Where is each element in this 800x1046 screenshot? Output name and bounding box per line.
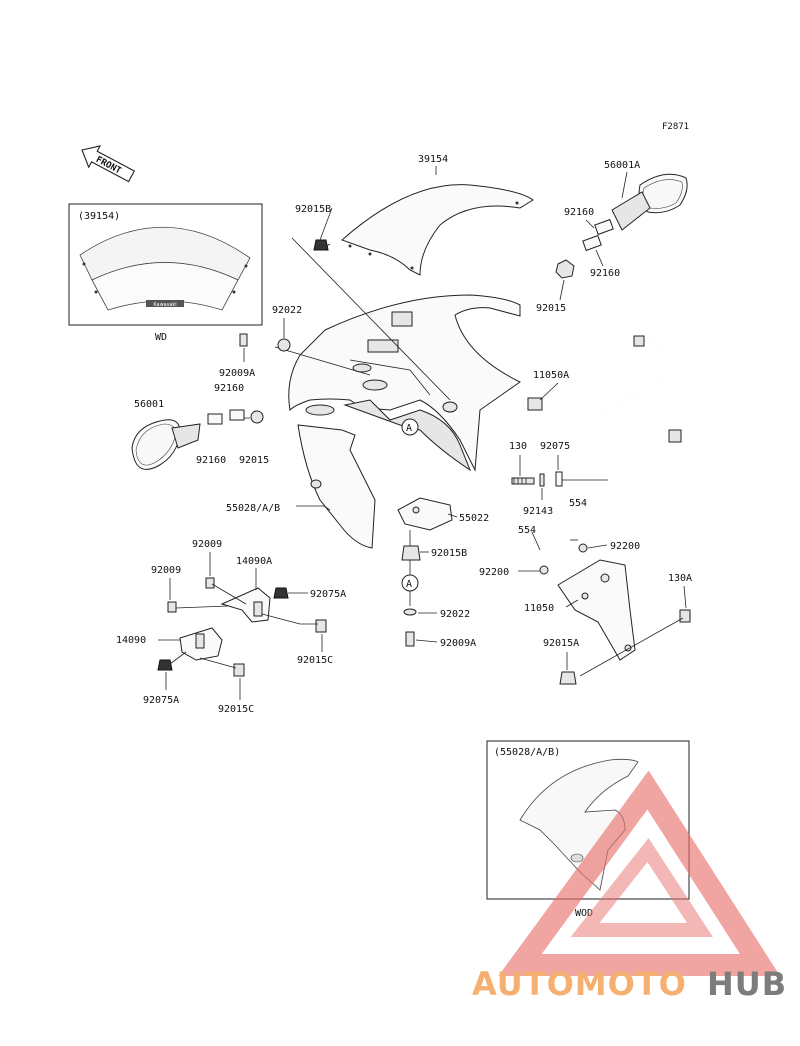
stay-11050A [527,335,682,470]
grommet-92015B-mid [401,545,421,561]
windshield-inset: (39154) Kawasaki [68,203,263,326]
front-arrow-icon: FRONT [81,145,136,183]
label-92160-r2: 92160 [590,268,620,279]
screw-92009A-bot [405,631,415,647]
label-92075A-bot: 92075A [143,695,179,706]
label-92015B-mid: 92015B [431,548,467,559]
label-92015-l: 92015 [239,455,269,466]
washer-92200-a [539,565,549,575]
clip-92015C-a [315,619,327,633]
label-92015-r: 92015 [536,303,566,314]
label-92022-bot: 92022 [440,609,470,620]
nut-92015A [559,671,577,685]
label-92015C-b: 92015C [218,704,254,715]
bracket-14090A [220,587,271,623]
label-92009-b: 92009 [151,565,181,576]
label-92200-a: 92200 [479,567,509,578]
label-92160-r1: 92160 [564,207,594,218]
label-92015A: 92015A [543,638,579,649]
bracket-11050 [557,559,636,661]
label-11050A: 11050A [533,370,569,381]
mirror-left [131,409,264,470]
bolt-130A [679,609,691,623]
label-39154: 39154 [418,154,448,165]
leader-windshield-mount [291,237,451,401]
label-55022: 55022 [459,513,489,524]
washer-92022-top [277,338,291,352]
label-56001A: 56001A [604,160,640,171]
mirror-right [555,173,688,279]
damper-92075 [555,471,563,487]
washer-92200-b [578,543,588,553]
upper-cowl [288,294,521,472]
label-92009A-bot: 92009A [440,638,476,649]
washer-92022-bot [403,608,417,616]
bracket-14090 [179,627,223,661]
label-92200-b: 92200 [610,541,640,552]
label-11050: 11050 [524,603,554,614]
side-cowl [297,424,376,549]
label-92015B-top: 92015B [295,204,331,215]
spring-554-b [531,531,541,551]
windshield [341,184,534,276]
label-92015C-a: 92015C [297,655,333,666]
label-14090: 14090 [116,635,146,646]
screw-92009A-top [239,333,248,347]
screw-92009-b [167,601,177,613]
label-554-a: 554 [569,498,587,509]
windshield-inset-note: WD [155,332,167,343]
grommet-92015B-top [313,239,329,251]
cowl-inset-title: (55028/A/B) [494,747,560,758]
screw-92009-a [205,577,215,589]
nut-92075A-bot [157,659,173,671]
watermark-text-2: HUB [707,965,787,1003]
label-554-b: 554 [518,525,536,536]
label-92009A-top: 92009A [219,368,255,379]
label-130: 130 [509,441,527,452]
label-92075A-top: 92075A [310,589,346,600]
svg-text:A: A [406,423,412,434]
callout-a-top [401,418,419,436]
label-55028AB: 55028/A/B [226,503,280,514]
label-92009-a: 92009 [192,539,222,550]
label-92022-top: 92022 [272,305,302,316]
cowl-inset-note: WOD [575,908,593,919]
brand-mark: Kawasaki [153,302,176,308]
label-92160-l2: 92160 [196,455,226,466]
watermark-logo-icon [498,770,781,976]
svg-text:A: A [406,579,412,590]
label-92075: 92075 [540,441,570,452]
bracket-55022 [397,497,453,531]
clip-92015C-b [233,663,245,677]
label-130A: 130A [668,573,692,584]
windshield-inset-title: (39154) [78,211,120,222]
watermark: AUTOMOTO HUB [472,770,787,1003]
bolt-130 [511,477,535,485]
label-92143: 92143 [523,506,553,517]
label-14090A: 14090A [236,556,272,567]
nut-92075A-top [273,587,289,599]
brand-mark-plate [146,300,184,307]
figure-code: F2871 [662,122,689,132]
label-56001: 56001 [134,399,164,410]
label-92160-l1: 92160 [214,383,244,394]
watermark-text-1: AUTOMOTO [472,965,687,1003]
collar-92143 [539,473,545,487]
